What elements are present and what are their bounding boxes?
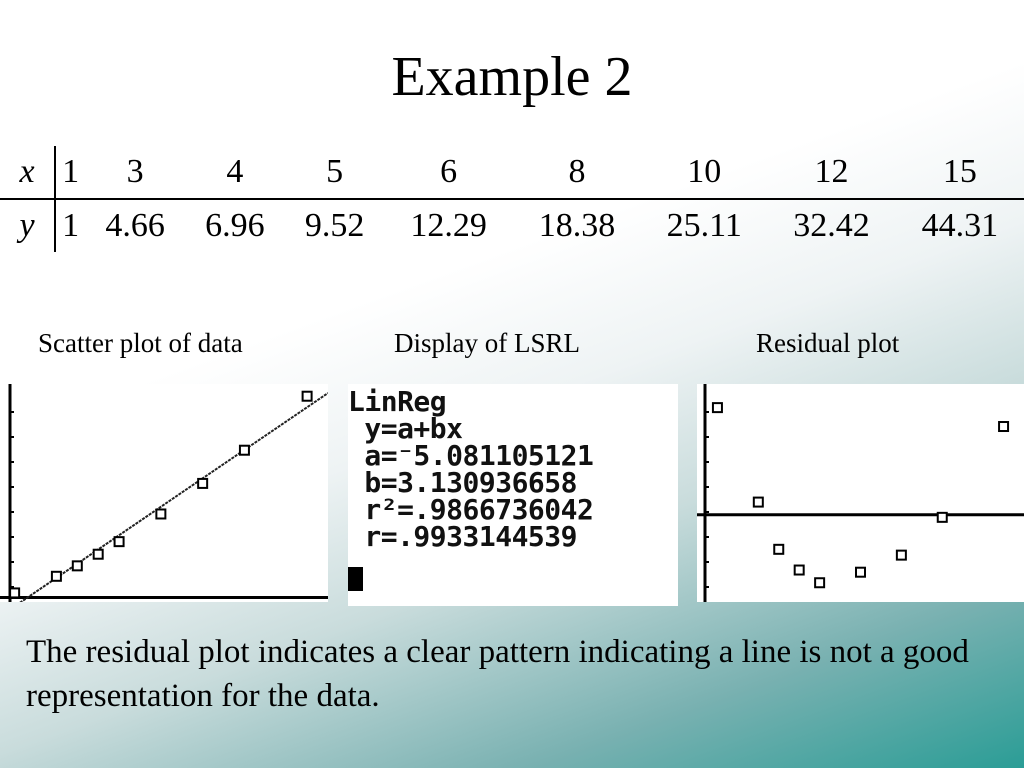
lsrl-line: a=⁻5.081105121	[348, 439, 594, 472]
lsrl-line	[19, 392, 328, 602]
x-cell: 12	[767, 146, 896, 200]
x-cell: 4	[184, 146, 285, 200]
data-point	[936, 511, 948, 523]
summary-text: The residual plot indicates a clear patt…	[26, 634, 969, 714]
y-cell: 9.52	[304, 207, 365, 244]
data-point	[301, 390, 313, 402]
residual-screen	[697, 384, 1024, 602]
x-label: x	[0, 146, 56, 200]
data-point	[9, 587, 21, 599]
data-point	[711, 402, 723, 414]
data-point	[814, 577, 826, 589]
residual-plot	[697, 384, 1024, 602]
lsrl-line: y=a+bx	[348, 412, 463, 445]
x-cell: 8	[512, 146, 642, 200]
data-table: x 1 3 4 5 6 8 10 12 15 y 1 4.66 6.96 9.5…	[0, 146, 1024, 252]
y-cell: 6.96	[205, 207, 265, 244]
x-cell: 6	[384, 146, 513, 200]
data-point	[197, 477, 209, 489]
data-point	[113, 536, 125, 548]
lsrl-caption: Display of LSRL	[394, 328, 580, 358]
data-point	[752, 496, 764, 508]
data-point	[793, 564, 805, 576]
data-point	[855, 566, 866, 578]
y-cell: 1	[62, 207, 80, 244]
data-point	[50, 570, 62, 582]
lsrl-line: r²=.9866736042	[348, 493, 594, 526]
residual-caption: Residual plot	[756, 328, 900, 358]
x-cell: 5	[284, 146, 385, 200]
y-cell: 18.38	[538, 207, 616, 244]
slide-title: Example 2	[391, 46, 633, 108]
lsrl-line: r=.9933144539	[348, 520, 578, 553]
x-cell: 1	[55, 146, 86, 200]
data-point	[895, 549, 907, 561]
data-point	[71, 560, 83, 572]
y-cell: 4.66	[105, 207, 165, 244]
data-point	[92, 548, 104, 560]
x-row: x 1 3 4 5 6 8 10 12 15	[0, 146, 1024, 200]
x-cell: 10	[641, 146, 768, 200]
x-cell: 3	[85, 146, 185, 200]
data-point	[998, 421, 1010, 433]
x-cell: 15	[895, 146, 1024, 200]
y-cell: 12.29	[410, 207, 487, 244]
cursor-block	[348, 567, 363, 591]
scatter-screen	[0, 384, 328, 602]
scatter-plot	[0, 384, 328, 602]
y-cell: 25.11	[666, 207, 742, 244]
y-cell: 44.31	[921, 207, 999, 244]
data-point	[238, 444, 250, 456]
lsrl-screen: LinReg y=a+bx a=⁻5.081105121 b=3.1309366…	[348, 384, 678, 606]
lsrl-line: b=3.130936658	[348, 466, 578, 499]
lsrl-line: LinReg	[348, 385, 447, 418]
data-point	[773, 543, 785, 555]
scatter-caption: Scatter plot of data	[38, 328, 243, 358]
data-point	[155, 508, 167, 520]
y-label: y	[0, 199, 56, 252]
y-cell: 32.42	[793, 207, 870, 244]
y-row: y 1 4.66 6.96 9.52 12.29 18.38 25.11 32.…	[0, 199, 1024, 252]
